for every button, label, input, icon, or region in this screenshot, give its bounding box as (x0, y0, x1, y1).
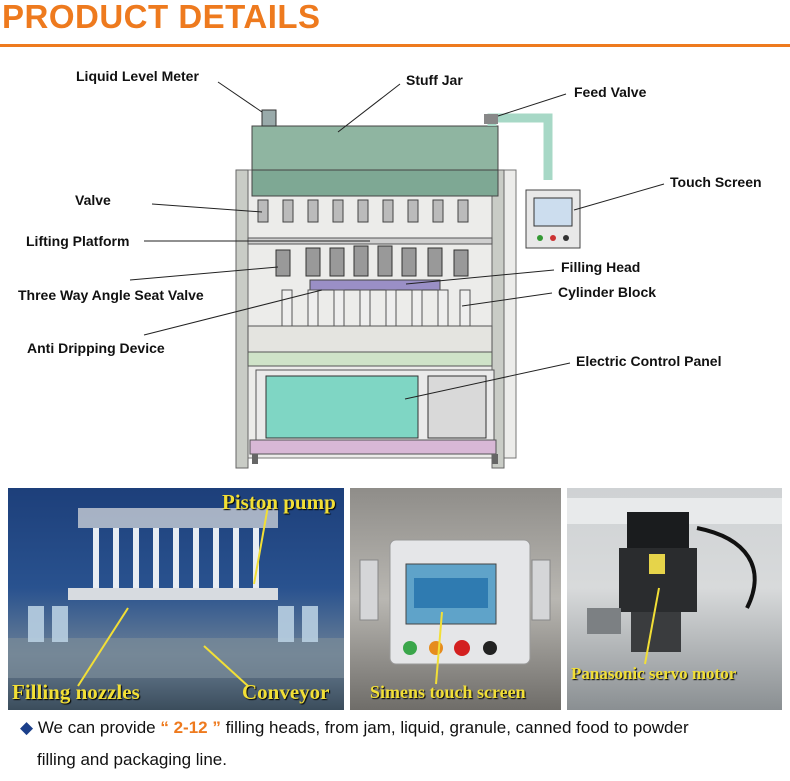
label-cylinder-block: Cylinder Block (558, 284, 657, 300)
photo-servo-motor: Panasonic servo motor (567, 488, 782, 710)
header-divider (0, 44, 790, 47)
touch-screen-illustration (359, 539, 551, 685)
label-feed-valve: Feed Valve (574, 84, 647, 100)
leader-lines (129, 81, 665, 400)
photo-piston-pump: Piston pump Filling nozzles Conveyor (8, 488, 344, 710)
footer-highlight: “ 2-12 ” (160, 718, 221, 737)
manifold (309, 279, 441, 291)
label-three-way-valve: Three Way Angle Seat Valve (18, 287, 204, 303)
footer-pre: We can provide (37, 718, 156, 737)
footer-line-1: ◆ We can provide “ 2-12 ” filling heads,… (20, 718, 780, 738)
caption-filling-nozzles: Filling nozzles (12, 680, 140, 704)
servo-motor-illustration (567, 498, 782, 665)
work-table (247, 325, 493, 353)
bullet-icon: ◆ (20, 718, 34, 737)
page-title: PRODUCT DETAILS (2, 0, 321, 35)
level-meter (261, 109, 277, 127)
footer-line-2: filling and packaging line. (37, 750, 227, 769)
filling-heads (275, 245, 469, 277)
touch-screen-display (533, 197, 573, 227)
label-lifting-platform: Lifting Platform (26, 233, 130, 249)
jar-bottom (251, 169, 499, 197)
caption-conveyor: Conveyor (242, 680, 330, 704)
caption-touch-screen: Simens touch screen (370, 682, 526, 702)
table-rail (247, 351, 493, 367)
caption-piston-pump: Piston pump (222, 490, 336, 514)
feed-valve (484, 114, 498, 124)
header: PRODUCT DETAILS (0, 0, 790, 48)
label-filling-head: Filling Head (561, 259, 641, 275)
piston-pump-illustration (8, 505, 344, 687)
label-stuff-jar: Stuff Jar (406, 72, 463, 88)
label-electric-panel: Electric Control Panel (576, 353, 722, 369)
footer-post: filling heads, from jam, liquid, granule… (225, 718, 689, 737)
valve-row (257, 199, 469, 223)
frame-post-left (235, 169, 249, 469)
machine-base (249, 439, 497, 455)
machine-diagram: Liquid Level Meter Stuff Jar Feed Valve … (0, 52, 790, 470)
machine-drawing (129, 81, 665, 469)
cabinet-door (427, 375, 487, 439)
label-liquid-level-meter: Liquid Level Meter (76, 68, 199, 84)
label-valve: Valve (75, 192, 111, 208)
electric-control-panel (265, 375, 419, 439)
photo-touch-screen: Simens touch screen (350, 488, 561, 710)
stuff-jar (251, 125, 499, 171)
label-anti-dripping: Anti Dripping Device (27, 340, 165, 356)
label-touch-screen: Touch Screen (670, 174, 762, 190)
caption-servo-motor: Panasonic servo motor (571, 664, 737, 683)
